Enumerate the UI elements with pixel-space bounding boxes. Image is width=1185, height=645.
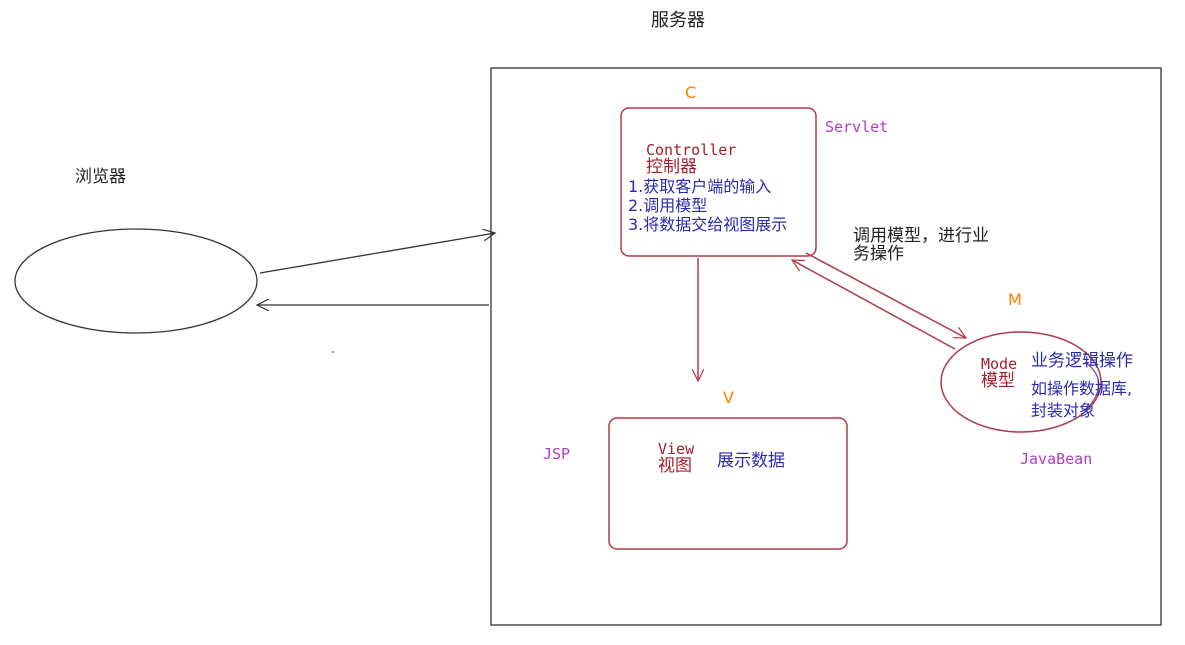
- stray-dot: [332, 351, 334, 353]
- view-tech-label: JSP: [543, 445, 571, 463]
- model-desc-line-1: 业务逻辑操作: [1031, 351, 1133, 371]
- view-letter: V: [723, 388, 734, 407]
- controller-box: [620, 107, 817, 257]
- browser-label: 浏览器: [75, 167, 126, 187]
- server-box: [490, 67, 1162, 626]
- model-loop-arc: [1084, 361, 1100, 411]
- view-name-en: View: [658, 440, 695, 458]
- request-arrow: [259, 233, 495, 274]
- view-desc: 展示数据: [717, 451, 785, 471]
- browser-ellipse: [14, 228, 258, 334]
- controller-to-model-arrow: [805, 252, 966, 339]
- model-letter: M: [1008, 290, 1022, 309]
- edge-label-line-2: 务操作: [853, 244, 904, 264]
- controller-letter: C: [685, 83, 697, 102]
- server-title: 服务器: [651, 10, 705, 31]
- controller-step-1: 1.获取客户端的输入: [628, 177, 772, 196]
- model-desc-line-2: 如操作数据库,: [1031, 379, 1133, 398]
- edge-label-line-1: 调用模型，进行业: [853, 226, 989, 246]
- controller-tech-label: Servlet: [825, 118, 889, 136]
- controller-step-3: 3.将数据交给视图展示: [628, 215, 788, 234]
- model-tech-label: JavaBean: [1020, 450, 1093, 468]
- view-box: [608, 417, 848, 550]
- view-name-cn: 视图: [658, 456, 692, 476]
- model-desc-line-3: 封装对象: [1031, 401, 1096, 420]
- controller-step-2: 2.调用模型: [628, 196, 708, 215]
- controller-name-en: Controller: [646, 141, 737, 159]
- model-ellipse: [940, 331, 1102, 433]
- model-to-controller-arrow: [792, 259, 956, 350]
- model-name-cn: 模型: [981, 371, 1015, 391]
- controller-name-cn: 控制器: [646, 157, 697, 177]
- model-name-en: Mode: [981, 355, 1018, 373]
